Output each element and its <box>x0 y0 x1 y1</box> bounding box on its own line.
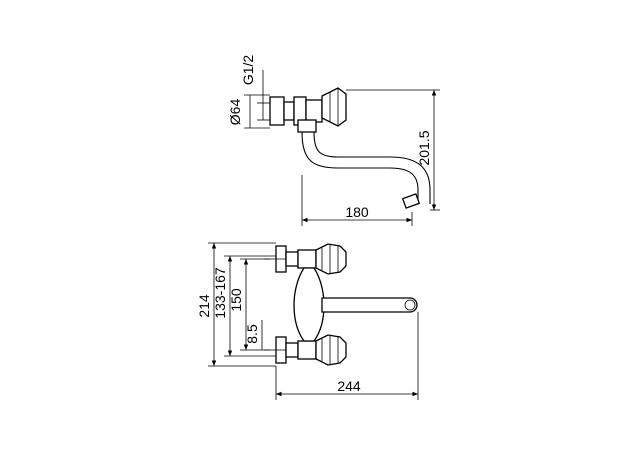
dim-center-distance: 150 <box>228 288 244 312</box>
dim-height-lines <box>346 89 440 211</box>
dim-flange-diameter: Ø64 <box>227 99 243 126</box>
front-left-dimensions <box>208 242 276 367</box>
side-handle <box>305 87 347 127</box>
dim-offset: 8.5 <box>244 324 260 344</box>
dim-overall-width: 244 <box>337 378 361 394</box>
dim-spout-reach: 180 <box>345 204 369 220</box>
dim-center-range: 133-167 <box>212 267 228 319</box>
side-spout <box>301 131 431 209</box>
dim-thread: G1/2 <box>240 55 256 86</box>
front-view: 214 133-167 150 8.5 244 <box>196 242 419 400</box>
side-left-dimensions <box>244 70 270 129</box>
front-spout <box>321 297 418 313</box>
dim-width-lines <box>275 312 419 400</box>
dim-overall-height: 214 <box>196 294 212 318</box>
dim-height: 201.5 <box>416 130 432 165</box>
front-body <box>293 267 325 342</box>
side-view: Ø64 G1/2 201.5 180 <box>227 55 440 226</box>
dim-reach-lines <box>301 175 413 226</box>
spout-nut <box>297 119 317 133</box>
wall-flange <box>269 96 307 126</box>
